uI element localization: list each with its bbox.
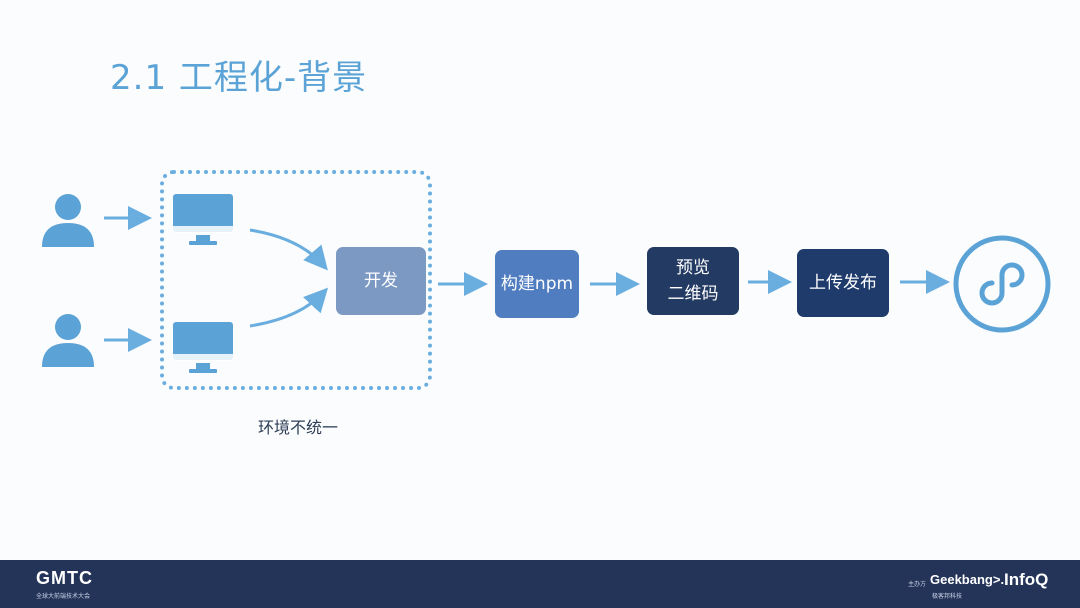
develop-box: 开发 — [336, 247, 426, 315]
gmtc-logo: GMTC — [36, 568, 93, 588]
build-npm-label: 构建npm — [500, 274, 574, 294]
monitor-icon — [173, 322, 233, 373]
geekbang-logo: Geekbang>. — [930, 572, 1005, 587]
upload-publish-label: 上传发布 — [809, 273, 877, 293]
gmtc-subtitle: 全球大前端技术大会 — [36, 593, 91, 600]
preview-label: 预览 — [676, 258, 710, 278]
develop-label: 开发 — [364, 271, 398, 291]
environment-group — [160, 170, 432, 390]
build-npm-box: 构建npm — [495, 250, 579, 318]
mini-program-icon — [953, 235, 1051, 333]
environment-caption: 环境不统一 — [258, 418, 339, 437]
pipeline-diagram: 开发 构建npm 预览 二维码 上传发布 环境不统一 — [42, 170, 1051, 437]
arrow-monitor2-to-develop — [249, 287, 329, 328]
monitor-icon — [173, 194, 233, 245]
arrow-monitor1-to-develop — [249, 228, 328, 271]
user-icon — [42, 194, 94, 247]
geekbang-subtitle: 极客邦科技 — [932, 593, 963, 600]
upload-publish-box: 上传发布 — [797, 249, 889, 317]
infoq-logo: InfoQ — [1004, 570, 1049, 589]
organizer-label: 主办方 — [908, 581, 927, 588]
footer-bar: GMTC 全球大前端技术大会 主办方 Geekbang>. 极客邦科技 Info… — [0, 560, 1080, 608]
preview-qrcode-box: 预览 二维码 — [647, 247, 739, 315]
connector-layer — [104, 206, 950, 352]
qrcode-label: 二维码 — [667, 284, 719, 304]
slide-title: 2.1 工程化-背景 — [110, 58, 368, 98]
user-icon — [42, 314, 94, 367]
